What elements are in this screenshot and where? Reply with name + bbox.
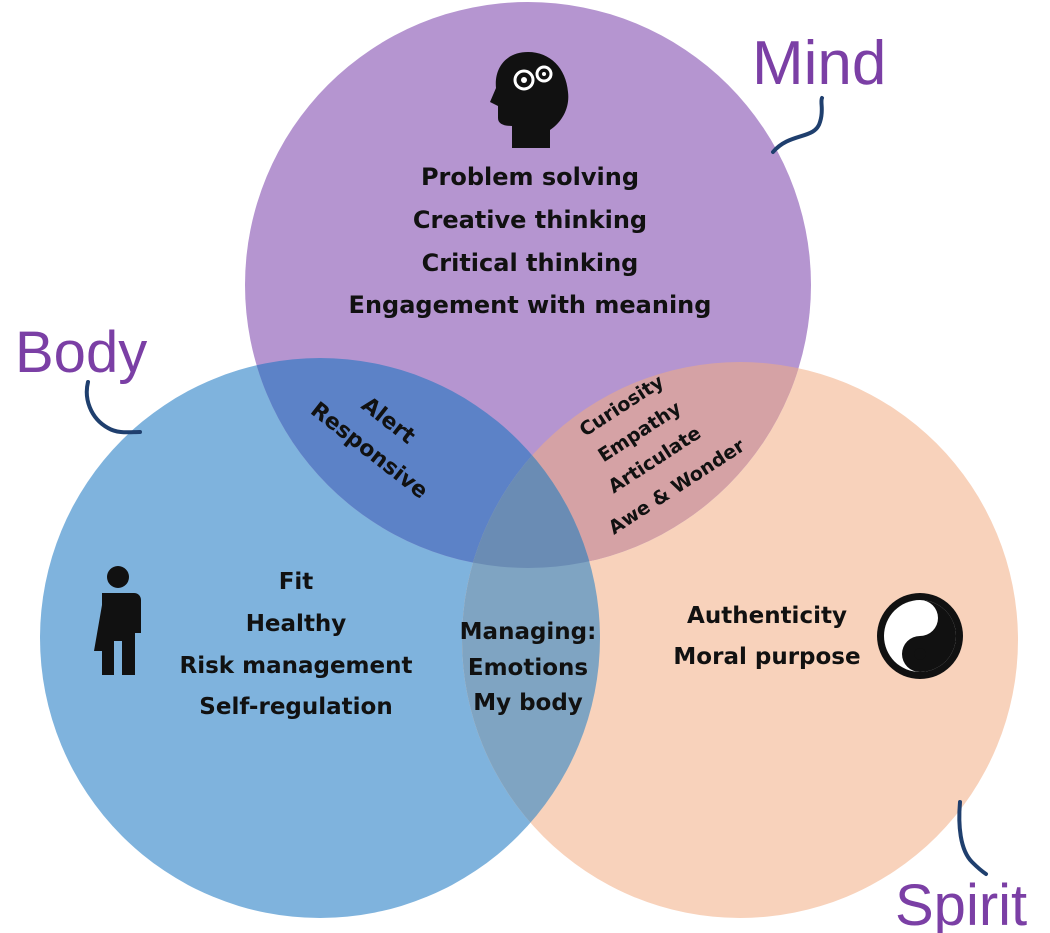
mind-items: Problem solving Creative thinking Critic… [349,163,712,319]
spirit-item: Authenticity [687,603,847,629]
mind-connector [771,96,824,154]
person-icon [94,566,141,675]
head-gears-icon [490,52,569,148]
mind-item: Critical thinking [422,249,639,277]
body-spirit-item: Managing: [460,619,597,645]
spirit-item: Moral purpose [673,644,860,670]
mind-title: Mind [752,29,886,98]
mind-spirit-overlap [462,362,811,568]
spirit-title: Spirit [895,873,1027,933]
spirit-items: Authenticity Moral purpose [673,603,860,670]
mind-body-overlap [245,358,600,568]
body-item: Healthy [246,611,347,637]
yin-yang-icon [877,593,963,679]
mind-item: Problem solving [421,163,639,191]
body-spirit-items: Managing: Emotions My body [460,619,597,716]
body-spirit-item: Emotions [468,655,588,681]
body-item: Fit [279,569,314,595]
body-spirit-item: My body [473,690,583,716]
body-item: Risk management [180,653,413,679]
body-connector [84,380,142,435]
spirit-connector [957,800,988,876]
body-items: Fit Healthy Risk management Self-regulat… [180,569,413,720]
body-title: Body [15,320,147,385]
mind-item: Creative thinking [413,206,647,234]
mind-item: Engagement with meaning [349,291,712,319]
body-item: Self-regulation [199,694,392,720]
